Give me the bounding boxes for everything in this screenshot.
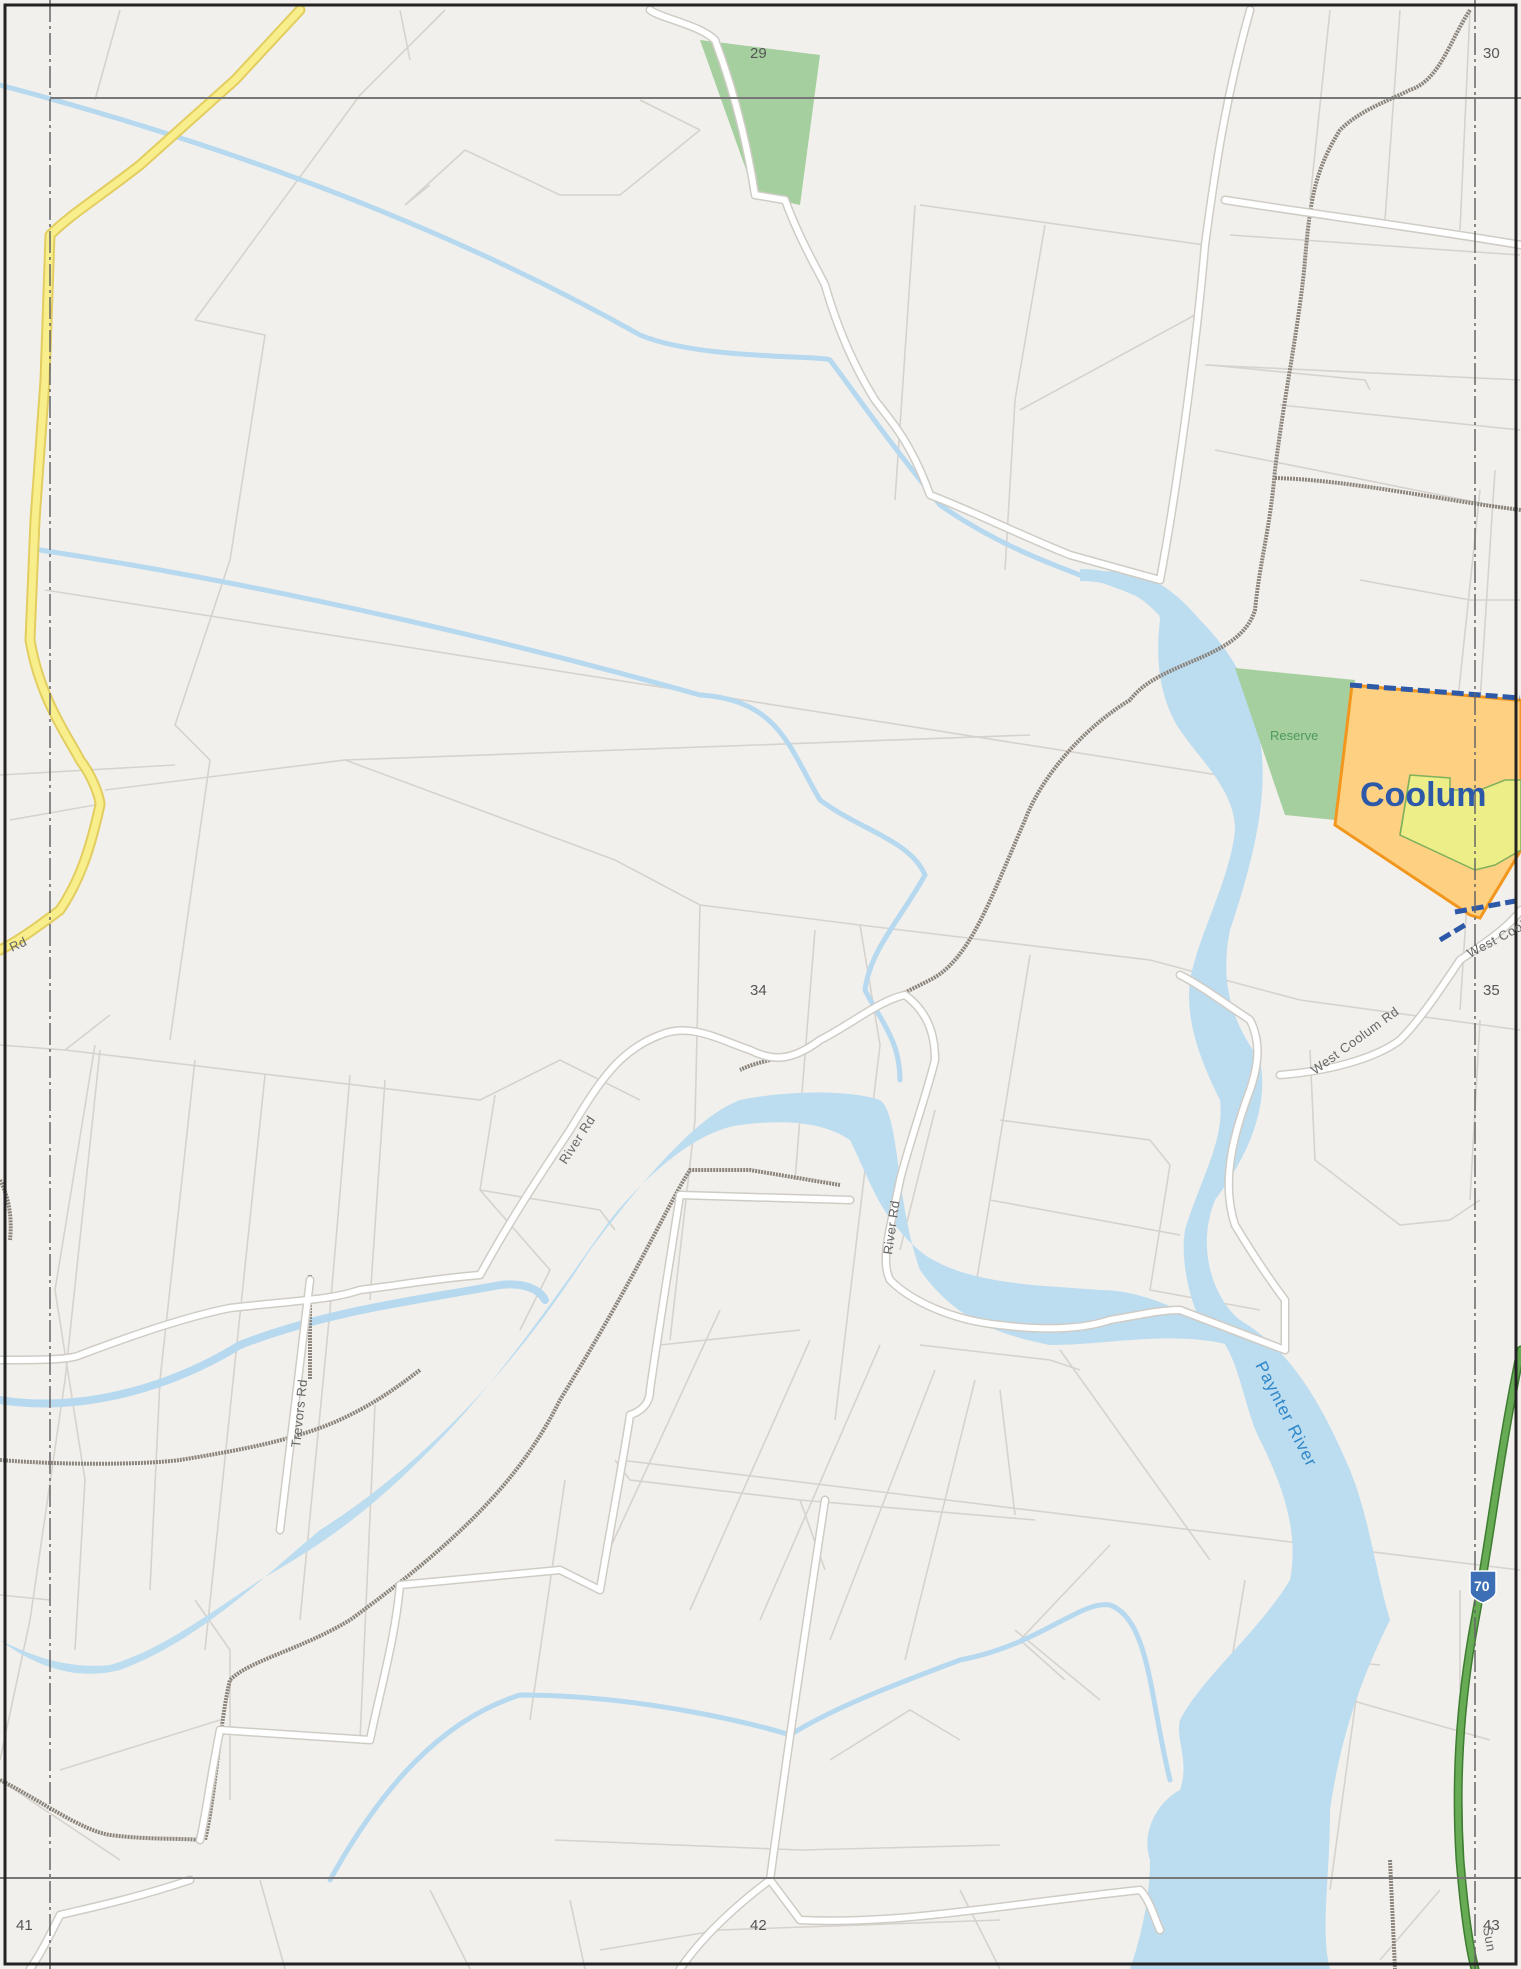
creek-middle bbox=[37, 547, 928, 1083]
grid-number-41: 41 bbox=[16, 1917, 33, 1934]
railway-lines bbox=[0, 8, 1521, 1969]
highway-shield-number: 70 bbox=[1474, 1578, 1490, 1594]
river-channel-upper bbox=[1079, 569, 1255, 715]
highway bbox=[1453, 1345, 1521, 1969]
highway-shield-icon: 70 bbox=[1469, 1570, 1497, 1604]
edge-rd-label: Rd bbox=[7, 934, 29, 955]
reserve-label: Reserve bbox=[1270, 728, 1318, 743]
grid-number-43: 43 bbox=[1483, 1917, 1500, 1934]
waterways bbox=[0, 82, 1390, 1969]
grid-number-35: 35 bbox=[1483, 982, 1500, 999]
town-boundary-dashed bbox=[1349, 682, 1521, 943]
grid-number-34: 34 bbox=[750, 982, 767, 999]
highway-edge-label: Sun bbox=[1480, 1926, 1499, 1953]
creek-north bbox=[0, 82, 1083, 578]
grid-number-29: 29 bbox=[750, 45, 767, 62]
coolum-place-label: Coolum bbox=[1360, 776, 1487, 814]
map-frame bbox=[3, 3, 1518, 1966]
grid-number-42: 42 bbox=[750, 1917, 767, 1934]
paynter-river bbox=[0, 1092, 1390, 1969]
main-road bbox=[0, 4, 306, 956]
reserve-park-coolum bbox=[1235, 668, 1355, 820]
paynter-river-north bbox=[1080, 571, 1350, 1470]
creek-south bbox=[327, 1602, 1173, 1883]
grid-number-30: 30 bbox=[1483, 45, 1500, 62]
trevors-rd-label: Trevors Rd bbox=[288, 1378, 310, 1448]
local-roads bbox=[0, 5, 1521, 1969]
